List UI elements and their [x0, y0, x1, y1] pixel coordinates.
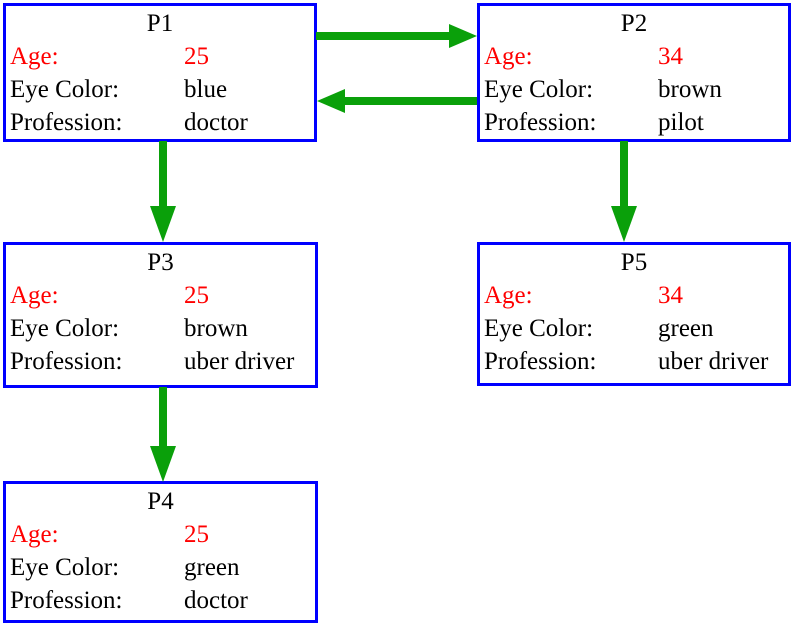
- person-card-p3: P3 Age: 25 Eye Color: brown Profession: …: [3, 242, 318, 388]
- field-row-age: Age: 34: [480, 40, 788, 73]
- field-value-age: 25: [184, 521, 209, 548]
- field-value-age: 34: [658, 282, 683, 309]
- field-label-eye-color: Eye Color:: [10, 554, 120, 581]
- field-label-eye-color: Eye Color:: [10, 76, 120, 103]
- field-row-eye-color: Eye Color: brown: [6, 312, 315, 345]
- field-row-eye-color: Eye Color: green: [480, 312, 788, 345]
- field-label-age: Age:: [10, 521, 59, 548]
- field-row-eye-color: Eye Color: brown: [480, 73, 788, 106]
- field-row-age: Age: 25: [6, 279, 315, 312]
- field-value-profession: doctor: [184, 587, 248, 614]
- field-value-age: 25: [184, 43, 209, 70]
- field-label-age: Age:: [484, 43, 533, 70]
- field-label-profession: Profession:: [484, 348, 597, 375]
- field-value-profession: pilot: [658, 109, 704, 136]
- field-label-eye-color: Eye Color:: [484, 315, 594, 342]
- card-title: P1: [146, 10, 174, 37]
- card-title: P2: [620, 10, 648, 37]
- arrow-shaft: [345, 97, 477, 105]
- field-label-age: Age:: [484, 282, 533, 309]
- field-value-age: 34: [658, 43, 683, 70]
- field-label-eye-color: Eye Color:: [10, 315, 120, 342]
- card-title: P5: [620, 249, 648, 276]
- field-label-profession: Profession:: [10, 348, 123, 375]
- field-row-profession: Profession: uber driver: [480, 345, 788, 378]
- person-card-p2: P2 Age: 34 Eye Color: brown Profession: …: [477, 3, 791, 142]
- field-row-profession: Profession: doctor: [6, 584, 315, 617]
- field-row-age: Age: 34: [480, 279, 788, 312]
- field-value-profession: uber driver: [658, 348, 769, 375]
- person-card-p1: P1 Age: 25 Eye Color: blue Profession: d…: [3, 3, 317, 142]
- field-value-profession: doctor: [184, 109, 248, 136]
- field-row-eye-color: Eye Color: blue: [6, 73, 314, 106]
- field-value-eye-color: blue: [184, 76, 228, 103]
- arrowhead-right-icon: [449, 24, 477, 48]
- field-value-eye-color: brown: [184, 315, 248, 342]
- field-value-eye-color: brown: [658, 76, 722, 103]
- field-value-profession: uber driver: [184, 348, 295, 375]
- field-value-eye-color: green: [658, 315, 714, 342]
- arrow-shaft: [316, 32, 449, 40]
- field-label-profession: Profession:: [484, 109, 597, 136]
- field-row-profession: Profession: pilot: [480, 106, 788, 139]
- arrowhead-down-icon: [611, 206, 637, 242]
- field-row-profession: Profession: doctor: [6, 106, 314, 139]
- card-title: P4: [147, 488, 174, 515]
- field-label-age: Age:: [10, 43, 59, 70]
- field-label-profession: Profession:: [10, 109, 123, 136]
- field-label-eye-color: Eye Color:: [484, 76, 594, 103]
- arrow-shaft: [159, 141, 167, 206]
- arrow-shaft: [159, 387, 167, 446]
- field-label-age: Age:: [10, 282, 59, 309]
- field-value-eye-color: green: [184, 554, 240, 581]
- field-label-profession: Profession:: [10, 587, 123, 614]
- card-title: P3: [147, 249, 174, 276]
- arrowhead-left-icon: [317, 89, 345, 113]
- arrowhead-down-icon: [150, 206, 176, 242]
- field-value-age: 25: [184, 282, 209, 309]
- arrowhead-down-icon: [150, 446, 176, 482]
- field-row-age: Age: 25: [6, 40, 314, 73]
- person-card-p4: P4 Age: 25 Eye Color: green Profession: …: [3, 481, 318, 623]
- field-row-eye-color: Eye Color: green: [6, 551, 315, 584]
- field-row-profession: Profession: uber driver: [6, 345, 315, 378]
- field-row-age: Age: 25: [6, 518, 315, 551]
- person-card-p5: P5 Age: 34 Eye Color: green Profession: …: [477, 242, 791, 386]
- arrow-shaft: [620, 141, 628, 206]
